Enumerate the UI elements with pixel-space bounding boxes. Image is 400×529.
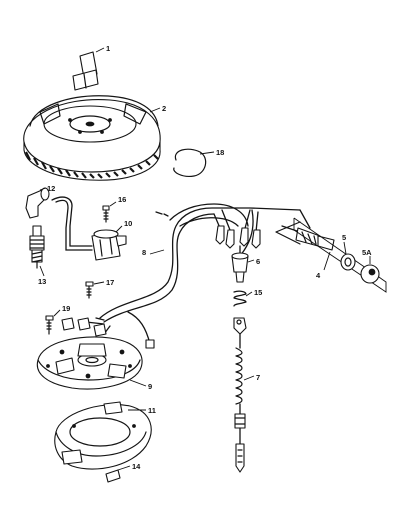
callout-17: 17 [106, 278, 114, 287]
flywheel-nut-part [72, 51, 99, 91]
stator-plate-part [36, 336, 143, 390]
spark-plug-boot-part [25, 187, 50, 219]
screw-19-part [45, 315, 54, 335]
callout-19: 19 [62, 304, 70, 313]
connector-6-part [231, 245, 249, 283]
callout-4: 4 [316, 271, 321, 280]
callout-12: 12 [47, 184, 55, 193]
callout-5a: 5A [362, 248, 372, 257]
switch-nut-part [340, 253, 356, 271]
callout-16: 16 [118, 195, 126, 204]
callout-7: 7 [256, 373, 260, 382]
callout-9: 9 [148, 382, 152, 391]
spark-plug-part [29, 225, 45, 269]
screw-17-part [85, 281, 94, 299]
flywheel-part [23, 95, 161, 181]
base-ring-part [54, 401, 152, 470]
wiring-harness-part [61, 203, 311, 349]
spring-part [233, 290, 247, 307]
switch-cap-part [360, 264, 380, 284]
stop-switch-part [275, 221, 335, 251]
screw-16-part [102, 205, 110, 223]
callout-5: 5 [342, 233, 346, 242]
callout-8: 8 [142, 248, 146, 257]
callout-6: 6 [256, 257, 260, 266]
callout-18: 18 [216, 148, 224, 157]
callout-14: 14 [132, 462, 141, 471]
lanyard-cord-part [233, 317, 247, 473]
pin-part [105, 469, 121, 483]
callout-11: 11 [148, 406, 156, 415]
callout-15: 15 [254, 288, 262, 297]
ignition-coil-part [51, 196, 127, 261]
callout-13: 13 [38, 277, 46, 286]
callout-1: 1 [106, 44, 110, 53]
callout-10: 10 [124, 219, 132, 228]
retaining-clip-part [173, 148, 207, 177]
callout-2: 2 [162, 104, 166, 113]
